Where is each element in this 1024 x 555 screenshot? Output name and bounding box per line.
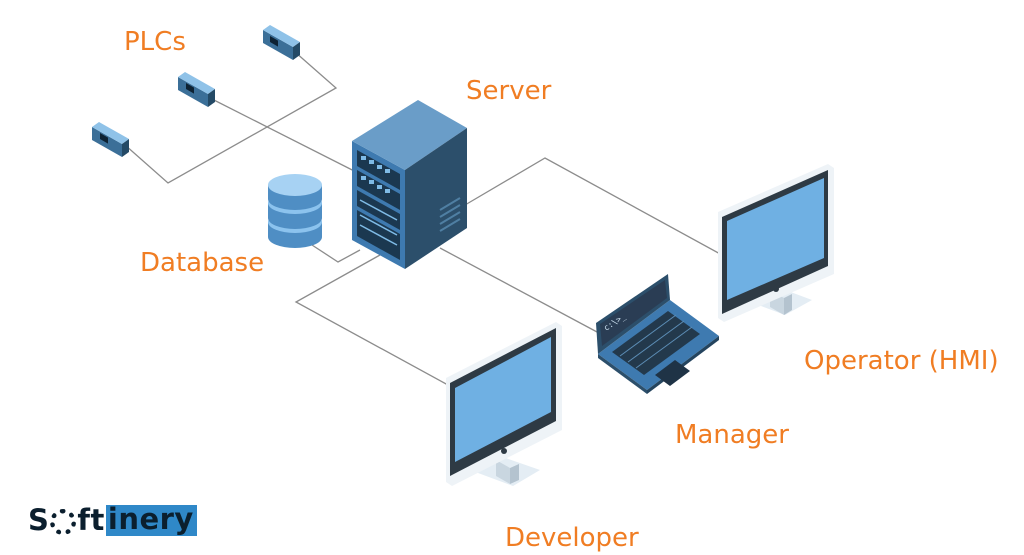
developer-label: Developer — [505, 523, 639, 553]
manager-laptop-icon: c:\>_ — [596, 274, 719, 394]
manager-link — [439, 247, 613, 341]
developer-monitor-icon — [446, 322, 562, 486]
operator-link — [464, 157, 723, 256]
database-label: Database — [140, 248, 265, 278]
operator-monitor-icon — [718, 164, 834, 322]
logo-prefix: S — [28, 503, 50, 537]
developer-link — [294, 254, 449, 386]
plc-device-2 — [178, 72, 215, 107]
plc-device-3 — [92, 122, 129, 157]
database-icon — [268, 174, 322, 248]
softinery-logo: S ft inery — [28, 505, 197, 536]
plcs-label: PLCs — [124, 27, 186, 57]
server-icon — [352, 100, 467, 269]
server-label: Server — [466, 76, 552, 106]
plc-2-link — [205, 95, 373, 181]
connection-lines — [124, 51, 723, 386]
plc-device-1 — [263, 25, 300, 60]
manager-label: Manager — [675, 420, 789, 450]
logo-highlight: inery — [105, 505, 197, 536]
operator-label: Operator (HMI) — [804, 346, 999, 376]
database-link — [311, 244, 361, 263]
gear-icon — [50, 508, 77, 535]
logo-mid: ft — [77, 503, 105, 537]
plc-1-link — [124, 51, 338, 184]
